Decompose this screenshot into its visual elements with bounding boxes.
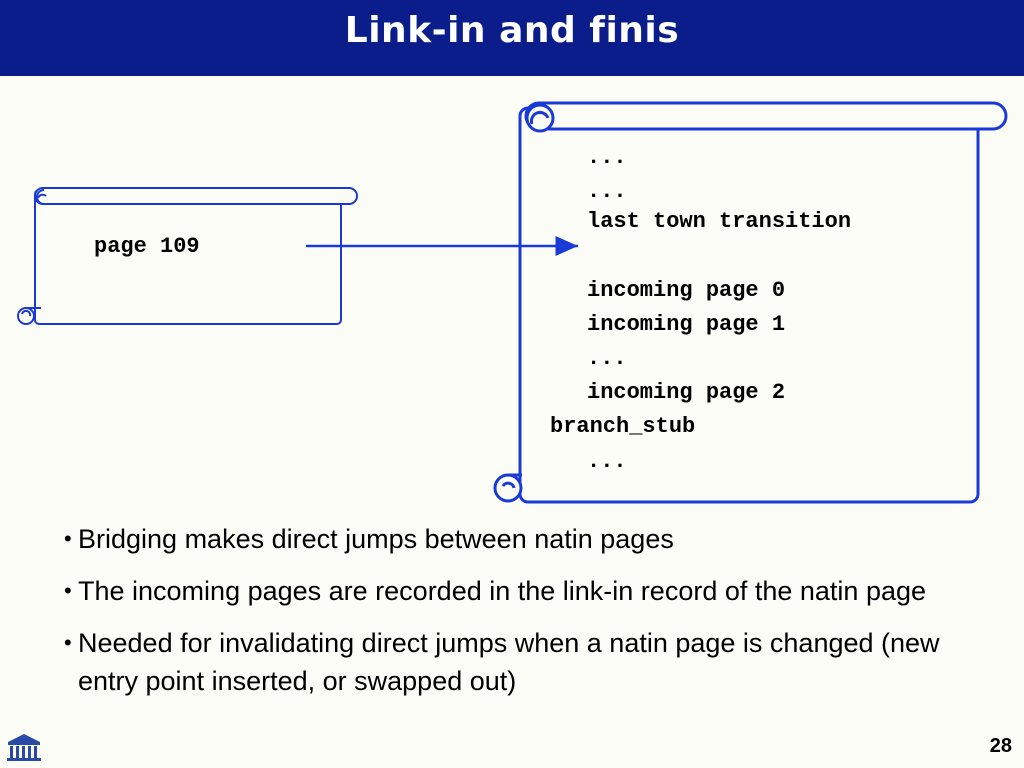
right-line-5: ... [587, 346, 627, 371]
title-bar: Link-in and finis [0, 0, 1024, 76]
left-scroll [17, 187, 358, 325]
right-scroll [493, 101, 1008, 504]
bullet-dot: • [64, 578, 72, 603]
left-scroll-text: page 109 [94, 234, 200, 259]
bullet-item: • Needed for invalidating direct jumps w… [60, 624, 978, 700]
bullet-item: • Bridging makes direct jumps between na… [60, 520, 980, 558]
bullet-text: Bridging makes direct jumps between nati… [78, 524, 674, 554]
bullet-list: • Bridging makes direct jumps between na… [60, 520, 980, 714]
bullet-item: • The incoming pages are recorded in the… [60, 572, 958, 610]
bullet-dot: • [64, 526, 72, 551]
bullet-text: The incoming pages are recorded in the l… [78, 576, 927, 606]
right-line-4: incoming page 1 [587, 312, 786, 337]
right-line-8: ... [587, 449, 627, 474]
right-line-1: ... [587, 179, 627, 204]
right-line-2: last town transition [587, 209, 852, 234]
university-logo-icon [7, 734, 41, 761]
bullet-text: Needed for invalidating direct jumps whe… [78, 628, 940, 696]
right-line-0: ... [587, 145, 627, 170]
right-line-6: incoming page 2 [587, 380, 786, 405]
right-line-3: incoming page 0 [587, 278, 786, 303]
right-line-7: branch_stub [550, 414, 696, 439]
page-number: 28 [989, 735, 1012, 757]
slide-title: Link-in and finis [344, 10, 680, 51]
bullet-dot: • [64, 630, 72, 655]
